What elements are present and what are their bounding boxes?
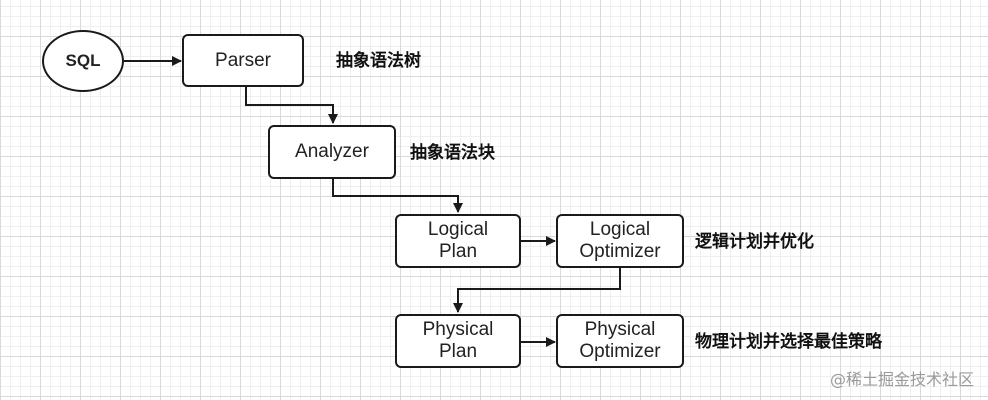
analyzer-node[interactable]: Analyzer — [268, 125, 396, 179]
logical-plan-node[interactable]: Logical Plan — [395, 214, 521, 268]
edge-analyzer-to-logical-plan — [332, 179, 463, 213]
watermark-text: @稀土掘金技术社区 — [829, 370, 974, 389]
parser-node[interactable]: Parser — [182, 34, 304, 87]
edge-logical-optimizer-to-physical-plan — [453, 267, 621, 313]
physical-optimizer-node[interactable]: Physical Optimizer — [556, 314, 684, 368]
physical-optimizer-note: 物理计划并选择最佳策略 — [695, 332, 882, 352]
analyzer-note: 抽象语法块 — [410, 143, 495, 163]
logical-optimizer-node[interactable]: Logical Optimizer — [556, 214, 684, 268]
logical-optimizer-note: 逻辑计划并优化 — [695, 232, 814, 252]
parser-note: 抽象语法树 — [336, 51, 421, 71]
physical-plan-node[interactable]: Physical Plan — [395, 314, 521, 368]
edge-parser-to-analyzer — [245, 87, 338, 124]
sql-node[interactable]: SQL — [42, 30, 124, 92]
